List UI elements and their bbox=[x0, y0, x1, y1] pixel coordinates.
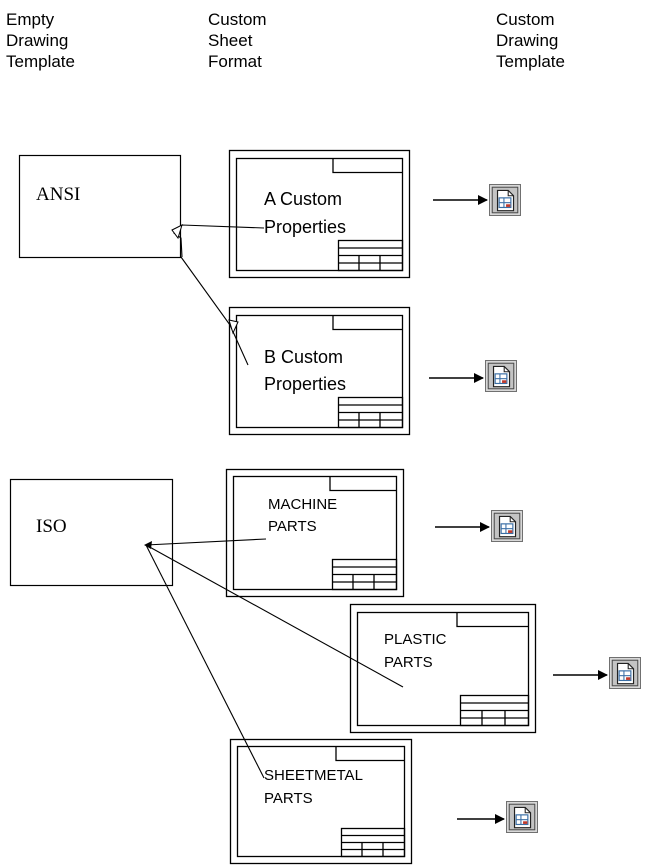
ansi-template-label: ANSI bbox=[36, 184, 80, 205]
sheet-format-machine-parts: MACHINE PARTS bbox=[225, 468, 405, 598]
header-empty-drawing-template: Empty Drawing Template bbox=[6, 9, 75, 72]
iso-template-box bbox=[9, 478, 174, 587]
header-custom-sheet-format: Custom Sheet Format bbox=[208, 9, 267, 72]
leader-tip-ansi bbox=[171, 224, 183, 240]
header-line: Template bbox=[496, 52, 565, 71]
header-line: Format bbox=[208, 52, 262, 71]
sheet-format-sheetmetal-line2: PARTS bbox=[264, 790, 313, 807]
sheet-format-sheetmetal-line1: SHEETMETAL bbox=[264, 767, 363, 784]
sheet-format-a: A Custom Properties bbox=[228, 149, 411, 279]
sheet-format-plastic-line2: PARTS bbox=[384, 654, 433, 671]
sheet-format-plastic-line1: PLASTIC bbox=[384, 631, 447, 648]
drawing-template-icon bbox=[609, 657, 641, 689]
sheet-format-a-line1: A Custom bbox=[264, 189, 342, 209]
sheet-format-b-line1: B Custom bbox=[264, 347, 343, 367]
header-line: Drawing bbox=[6, 31, 69, 50]
ansi-template-box bbox=[18, 154, 182, 259]
sheet-format-machine-line2: PARTS bbox=[268, 518, 317, 535]
leader-iso-sheetmetal bbox=[145, 544, 265, 779]
sheet-format-b-line2: Properties bbox=[264, 374, 346, 394]
iso-template-label: ISO bbox=[36, 516, 67, 537]
header-line: Drawing bbox=[496, 31, 559, 50]
sheet-format-b: B Custom Properties bbox=[228, 306, 411, 436]
sheet-format-plastic-parts: PLASTIC PARTS bbox=[349, 603, 537, 734]
drawing-template-icon bbox=[491, 510, 523, 542]
leader-tip-iso bbox=[144, 541, 152, 549]
header-line: Template bbox=[6, 52, 75, 71]
sheet-format-a-line2: Properties bbox=[264, 217, 346, 237]
leader-tip-ansi-b bbox=[228, 319, 239, 335]
leader-ansi-b bbox=[180, 256, 249, 366]
output-arrows bbox=[429, 195, 608, 824]
drawing-template-icon bbox=[506, 801, 538, 833]
sheet-format-machine-line1: MACHINE bbox=[268, 496, 337, 513]
leader-iso-plastic bbox=[145, 544, 404, 688]
leader-iso-machine bbox=[145, 538, 267, 546]
header-line: Sheet bbox=[208, 31, 253, 50]
sheet-format-sheetmetal-parts: SHEETMETAL PARTS bbox=[229, 738, 413, 865]
drawing-template-icon bbox=[485, 360, 517, 392]
header-custom-drawing-template: Custom Drawing Template bbox=[496, 9, 565, 72]
header-line: Custom bbox=[208, 10, 267, 29]
header-line: Custom bbox=[496, 10, 555, 29]
header-line: Empty bbox=[6, 10, 55, 29]
drawing-template-icon bbox=[489, 184, 521, 216]
